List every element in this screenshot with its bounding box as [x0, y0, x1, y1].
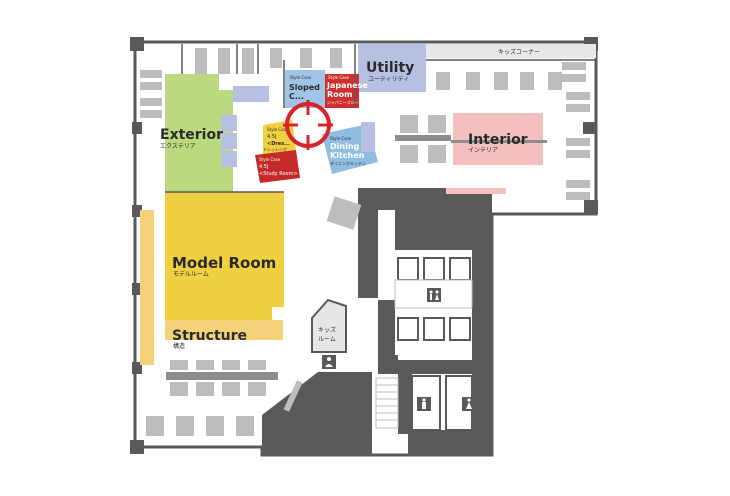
stairs: [375, 377, 399, 429]
model-room-label: Model Room: [172, 254, 276, 272]
structure-label: Structure: [172, 328, 247, 344]
kids-room-label-1: キッズ: [318, 326, 336, 334]
structure-sub: 構造: [173, 342, 185, 350]
utility-sub: ユーティリティ: [368, 76, 409, 83]
dress-style: Style Case: [267, 127, 289, 132]
japanese-style: Style Case: [328, 75, 350, 80]
dining-style: Style Case: [330, 136, 352, 141]
dress-num: 4.5J: [267, 134, 276, 140]
study-room-zone: [255, 150, 300, 183]
toilet-male-icon: [417, 397, 431, 411]
japanese-label-1: Japanese: [326, 81, 368, 90]
utility-label: Utility: [366, 60, 414, 76]
nursery-icon: [322, 355, 336, 369]
dress-label: <Dres...: [267, 141, 290, 147]
dining-label-1: Dining: [330, 142, 360, 151]
utility-zone: [358, 44, 426, 92]
model-room-sub: モデルルーム: [173, 270, 209, 278]
partitions: [165, 44, 596, 193]
kids-room: [311, 298, 347, 353]
kids-corner-label: キッズコーナー: [498, 48, 540, 56]
location-marker-icon: [283, 100, 333, 150]
display-panels: [221, 86, 375, 167]
core-walls: [262, 188, 506, 455]
japanese-label-2: Room: [327, 90, 353, 99]
japanese-sub: ジャパニーズルーム: [327, 99, 362, 105]
interior-sub: インテリア: [468, 147, 498, 154]
dining-sub: ダイニングキッチン: [330, 160, 366, 166]
study-style: Style Case: [259, 157, 281, 162]
dress-sub: ドレッシング: [263, 146, 287, 152]
sloped-zone: [285, 70, 325, 108]
kids-corner-zone: [426, 44, 596, 58]
study-label: <Study Room>: [259, 171, 298, 177]
model-room-zone: [165, 192, 284, 330]
west-strip: [140, 210, 154, 365]
japanese-room-zone: [325, 74, 359, 108]
exterior-label: Exterior: [160, 127, 223, 143]
sloped-style: Style Case: [290, 75, 312, 80]
sloped-label-1: Sloped: [289, 83, 320, 92]
interior-zone: [453, 113, 543, 165]
toilet-female-icon: [462, 397, 476, 411]
exterior-zone: [165, 74, 219, 192]
wc-male-room: [411, 375, 441, 431]
structure-zone: [165, 320, 283, 340]
restroom-sign-icon: [427, 288, 441, 302]
kids-room-label-2: ルーム: [318, 336, 336, 343]
dining-label-2: Kitchen: [330, 151, 365, 160]
exterior-sub: エクステリア: [160, 143, 196, 150]
sloped-label-2: C...: [289, 92, 304, 101]
desk-clusters: [140, 48, 590, 436]
interior-label: Interior: [468, 132, 528, 148]
study-num: 4.5J: [259, 164, 268, 170]
